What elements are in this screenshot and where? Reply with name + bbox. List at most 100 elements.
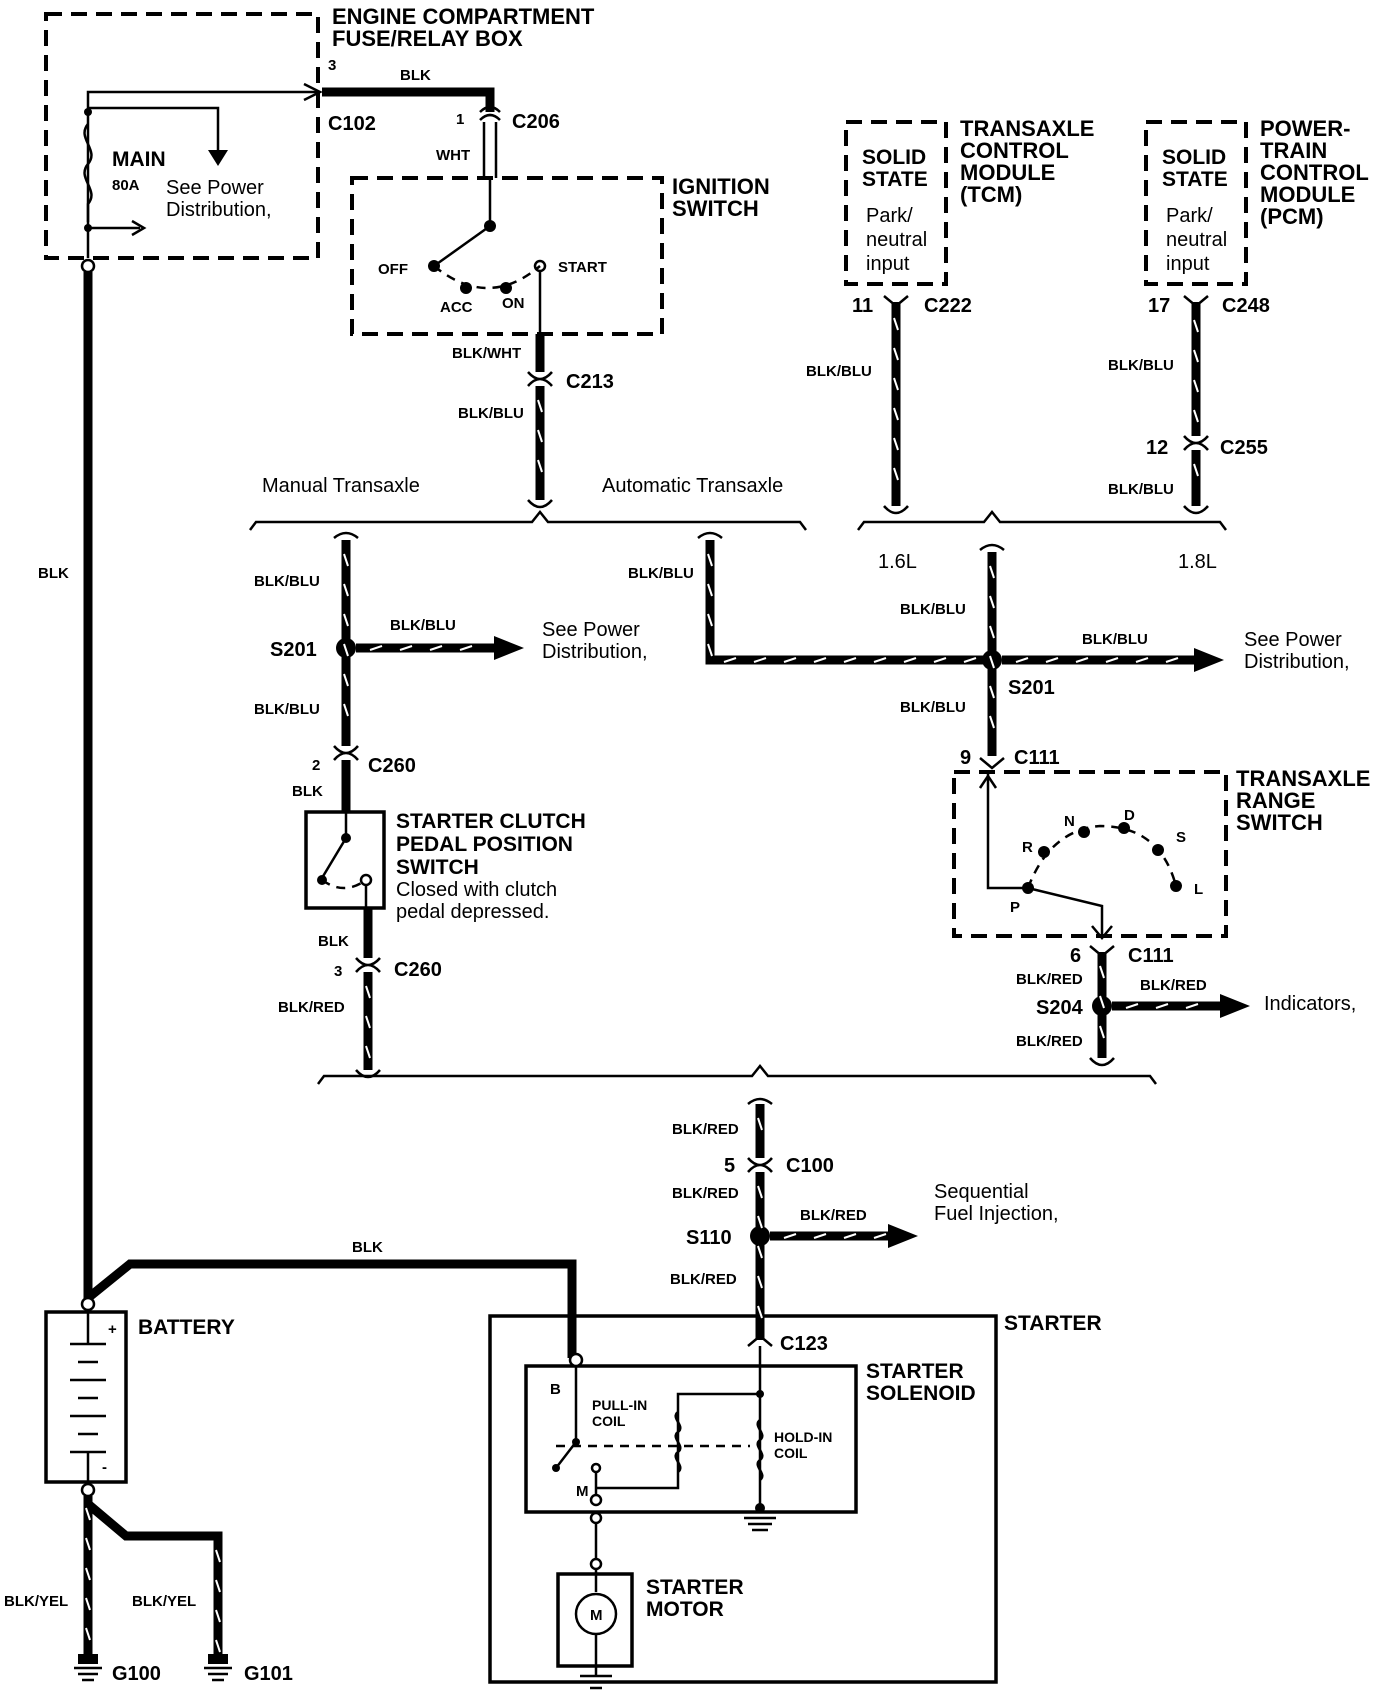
wire-hatch-overlay — [85, 317, 1199, 1653]
wire-hatch — [989, 595, 995, 609]
fuse-branch-line — [88, 106, 220, 150]
battery-plus: + — [108, 1321, 117, 1338]
c123-label: C123 — [780, 1333, 828, 1355]
s110-arrow — [888, 1224, 918, 1248]
wire-hatch — [813, 657, 827, 663]
wire-hatch — [85, 1507, 91, 1521]
ignition-pivot — [484, 220, 496, 232]
wire-hatch — [1125, 1003, 1139, 1009]
g100-label: G100 — [112, 1663, 161, 1685]
c255-pin: 12 — [1146, 437, 1168, 459]
pcm-outline — [1144, 120, 1248, 286]
sfi-label-1: Sequential — [934, 1181, 1029, 1203]
right-bottom-cap — [1089, 1057, 1115, 1067]
s204-label: S204 — [1036, 997, 1084, 1019]
manual-transaxle-label: Manual Transaxle — [262, 475, 420, 497]
range-r-label: R — [1022, 839, 1033, 856]
c102-pin: 3 — [328, 57, 336, 74]
wire-hatch — [1105, 657, 1119, 663]
motor-feed-terminal-2 — [589, 1557, 603, 1571]
wire-hatch — [369, 645, 383, 651]
range-switch-out-arrow — [1091, 925, 1113, 940]
wht-wire — [482, 122, 498, 178]
see-power-dist-2a: See Power — [542, 619, 640, 641]
auto-top-cap — [697, 531, 723, 539]
solenoid-pivot — [572, 1438, 580, 1446]
wire-hatch — [783, 657, 797, 663]
range-pos-l — [1170, 880, 1182, 892]
s204-arrow — [1220, 994, 1250, 1018]
manual-path: BLK/BLU S201 BLK/BLU See Power Distribut… — [254, 531, 648, 1079]
wire-label-blk-wht: BLK/WHT — [452, 345, 521, 362]
wire-hatch — [343, 553, 349, 567]
s201-left-label: S201 — [270, 639, 317, 661]
fuse-box-title-2: FUSE/RELAY BOX — [332, 26, 523, 51]
solenoid-b-terminal — [568, 1352, 584, 1368]
clutch-note-2: pedal depressed. — [396, 901, 549, 923]
fuse-output-arrow — [303, 82, 323, 102]
wire-hatch — [893, 437, 899, 451]
pull-in-coil-icon — [674, 1411, 682, 1473]
wire-hatch — [1075, 657, 1089, 663]
battery-label: BATTERY — [138, 1316, 235, 1339]
c206-connector — [479, 105, 501, 113]
hold-in-coil-label-2: COIL — [774, 1445, 808, 1461]
wire-hatch — [1193, 463, 1199, 477]
range-switch-outline — [952, 770, 1228, 938]
automatic-path: BLK/BLU BLK/BLU S201 BLK/BLU See Power D… — [628, 531, 1370, 1067]
wire-hatch — [1135, 657, 1149, 663]
wire-hatch — [1165, 657, 1179, 663]
wire-hatch — [399, 645, 413, 651]
wire-hatch — [757, 1117, 763, 1131]
wire-hatch — [783, 1233, 797, 1239]
tcm-title-1: TRANSAXLE — [960, 116, 1094, 141]
tcm-pn-1: Park/ — [866, 205, 913, 227]
wire-label-blk-red-man: BLK/RED — [278, 999, 345, 1016]
wire-hatch — [1193, 349, 1199, 363]
battery-pos-terminal — [80, 1296, 96, 1312]
wire-hatch — [873, 1233, 887, 1239]
wire-hatch — [757, 1215, 763, 1229]
ign-acc-label: ACC — [440, 299, 473, 316]
battery-neg-terminal — [80, 1482, 96, 1498]
see-power-dist-2b: Distribution, — [542, 641, 648, 663]
pcm-bottom-cap — [1183, 505, 1209, 515]
tcm-module: SOLID STATE Park/ neutral input TRANSAXL… — [806, 116, 1094, 515]
range-switch-common — [986, 772, 1028, 890]
wire-hatch — [85, 1567, 91, 1581]
wire-hatch — [893, 317, 899, 331]
wire-hatch — [365, 1045, 371, 1059]
pcm-pn-1: Park/ — [1166, 205, 1213, 227]
term-m-label: M — [576, 1483, 589, 1500]
tcm-outline — [844, 120, 948, 286]
solenoid-ground-icon — [744, 1503, 776, 1532]
s204-splice — [1092, 996, 1112, 1016]
solenoid-contact-2 — [590, 1462, 602, 1474]
c102-label: C102 — [328, 113, 376, 135]
wire-label-blk-starter: BLK — [352, 1239, 383, 1256]
wire-hatch — [1193, 379, 1199, 393]
c111-top-pin: 9 — [960, 747, 971, 769]
g101-stud-icon — [208, 1654, 228, 1664]
wire-hatch — [723, 657, 737, 663]
c123-connector — [747, 1334, 773, 1347]
tcm-pn-3: input — [866, 253, 910, 275]
wire-hatch — [757, 1245, 763, 1259]
wire-hatch — [1193, 319, 1199, 333]
wire-hatch — [903, 657, 917, 663]
c206-pin: 1 — [456, 111, 464, 128]
s201-right-label: S201 — [1008, 677, 1055, 699]
wire-hatch — [537, 429, 543, 443]
wire-hatch — [1185, 1003, 1199, 1009]
wire-hatch — [85, 1597, 91, 1611]
hold-in-coil-icon — [756, 1419, 764, 1481]
pcm-title-2: TRAIN — [1260, 138, 1327, 163]
c248-pin: 17 — [1148, 295, 1170, 317]
wire-hatch — [893, 467, 899, 481]
wire-hatch — [343, 673, 349, 687]
wire-hatch — [843, 1233, 857, 1239]
wire-label-blk-blu-pcm1: BLK/BLU — [1108, 357, 1174, 374]
s201-left-arrow — [494, 636, 524, 660]
c206-connector-2 — [479, 113, 501, 121]
